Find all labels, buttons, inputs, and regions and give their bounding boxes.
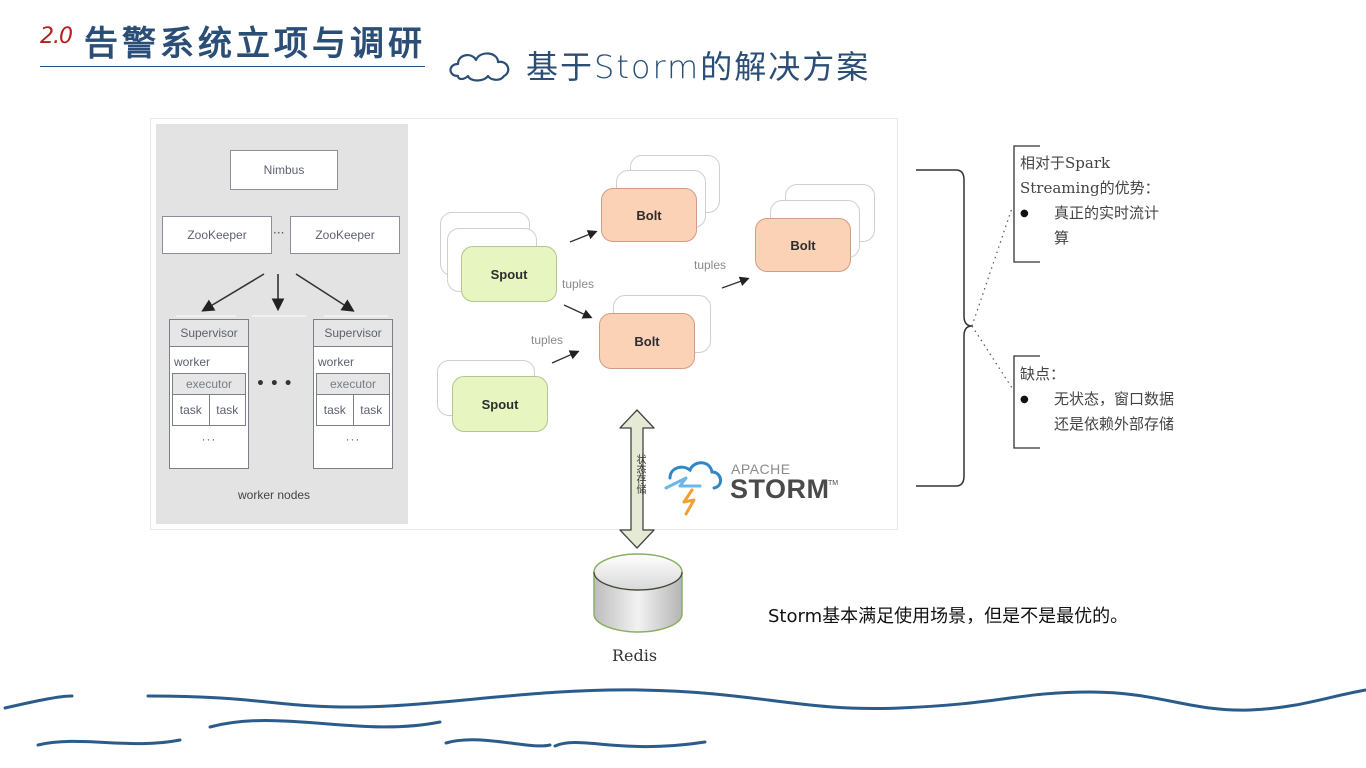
storm-logo-apache: APACHE [731,461,791,477]
bullet-icon: ● [1020,208,1029,219]
worker-nodes-label: worker nodes [238,488,311,502]
double-arrow-icon [619,409,655,549]
bolt-node: Bolt [755,218,851,272]
dotted-connector [971,325,1013,389]
task-cell: task [216,403,239,417]
slide-title: 告警系统立项与调研 [84,24,426,64]
cloud-icon [449,52,510,82]
supervisor-node: Supervisor worker executor task task ··· [169,319,249,469]
more-tasks: ··· [345,432,361,446]
supervisor-node: Supervisor worker executor task task ··· [313,319,393,469]
task-cell: task [360,403,383,417]
disadvantages-callout: 缺点： ● 无状态，窗口数据 还是依赖外部存储 [1020,362,1174,437]
brace-connector [916,145,1040,487]
tuples-label: tuples [694,258,727,272]
tuples-label: tuples [531,333,564,347]
supervisor-header: Supervisor [170,320,248,347]
dotted-connector [971,207,1013,327]
disadvantage-text-line2: 还是依赖外部存储 [1054,415,1175,433]
arrow-right [295,273,355,312]
storm-logo-storm: STORM [730,474,830,504]
advantages-callout: 相对于Spark Streaming的优势： ● 真正的实时流计 算 [1020,151,1160,251]
conclusion-text: Storm基本满足使用场景，但是不是最优的。 [768,606,1129,627]
bolt-node: Bolt [601,188,697,242]
disadvantages-heading: 缺点： [1020,365,1066,383]
supervisor-header: Supervisor [314,320,392,347]
disadvantage-item: ● 无状态，窗口数据 还是依赖外部存储 [1020,387,1174,437]
worker-label: worker [318,355,355,369]
bullet-icon: ● [1020,394,1029,405]
section-number: 2.0 [40,24,73,49]
executor-label: executor [317,374,389,395]
wave-line [3,694,74,710]
executor-box: executor task task [316,373,390,426]
zookeeper-box-right: ZooKeeper [290,216,400,254]
advantage-text-line1: 真正的实时流计 [1054,204,1160,222]
zookeeper-box-left: ZooKeeper [162,216,272,254]
more-tasks: ··· [201,432,217,446]
wave-line [146,688,1366,712]
executor-box: executor task task [172,373,246,426]
advantages-heading-line1: 相对于Spark [1020,154,1111,172]
database-icon [593,553,683,633]
redis-label: Redis [612,646,658,665]
bolt-node: Bolt [599,313,695,369]
callout-bracket [1013,145,1040,263]
arrow-left [201,273,265,312]
advantage-text-line2: 算 [1054,229,1070,247]
nimbus-box: Nimbus [230,150,338,190]
worker-label: worker [174,355,211,369]
callout-bracket [1013,355,1040,449]
slide-subtitle: 基于Storm的解决方案 [526,48,871,86]
wave-line [444,738,552,748]
curly-brace [916,169,973,487]
supervisor-separator: • • • [256,376,293,392]
task-cell: task [173,395,210,425]
task-cell: task [317,395,354,425]
wave-line [208,718,442,729]
advantages-heading-line2: Streaming的优势： [1020,179,1160,197]
spout-node: Spout [461,246,557,302]
executor-label: executor [173,374,245,395]
spout-node: Spout [452,376,548,432]
tuples-label: tuples [562,277,595,291]
storage-arrow-label: 状态存储 [634,454,645,494]
disadvantage-text-line1: 无状态，窗口数据 [1054,390,1175,408]
wave-line [553,740,707,749]
cluster-arrows [176,273,388,317]
advantage-item: ● 真正的实时流计 算 [1020,201,1160,251]
wave-line [36,738,182,747]
decorative-waves [3,688,1366,749]
title-underline [40,66,425,67]
storm-logo-icon [664,461,722,516]
storm-logo-tm: TM [828,480,839,487]
zookeeper-separator: ··· [273,226,285,240]
